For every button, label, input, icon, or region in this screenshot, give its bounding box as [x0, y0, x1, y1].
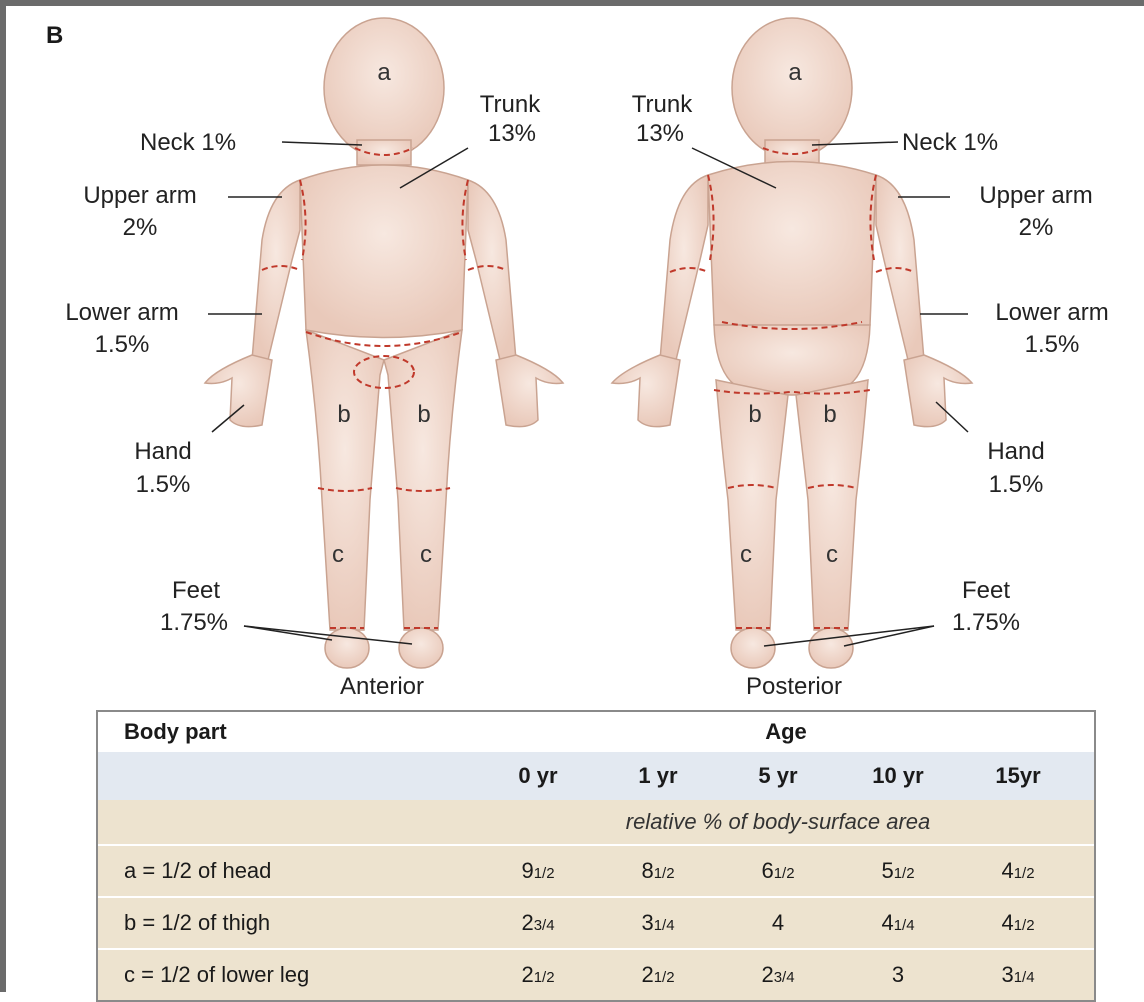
anterior-torso: [300, 165, 468, 338]
anterior-right-leg: [306, 330, 384, 630]
age-15: 15yr: [958, 763, 1078, 789]
posterior-label-neck: Neck 1%: [902, 129, 998, 156]
table-cell: 51/2: [838, 858, 958, 884]
anterior-region-b-left: b: [417, 401, 430, 428]
posterior-torso: [708, 162, 876, 331]
table-row: a = 1/2 of head 91/2 81/2 61/2 51/2 41/2: [98, 844, 1094, 896]
anterior-region-c-left: c: [420, 541, 432, 568]
posterior-label-lower-arm-name: Lower arm: [995, 299, 1108, 326]
table-cell: 21/2: [598, 962, 718, 988]
posterior-left-hand: [612, 355, 680, 427]
age-1: 1 yr: [598, 763, 718, 789]
age-5: 5 yr: [718, 763, 838, 789]
anterior-label-neck: Neck 1%: [140, 129, 236, 156]
table-cell: 41/2: [958, 910, 1078, 936]
table-cell: 31/4: [958, 962, 1078, 988]
table-cell: 23/4: [718, 962, 838, 988]
posterior-label-trunk-name: Trunk: [632, 91, 693, 118]
anterior-left-foot: [399, 628, 443, 668]
posterior-region-a: a: [788, 59, 802, 86]
anterior-label-lower-arm-name: Lower arm: [65, 299, 178, 326]
table-cell: 61/2: [718, 858, 838, 884]
posterior-label-lower-arm-value: 1.5%: [1025, 331, 1080, 358]
anterior-label-upper-arm-value: 2%: [123, 214, 158, 241]
anterior-head: [324, 18, 444, 158]
anterior-right-arm: [252, 180, 300, 360]
posterior-region-c-right: c: [826, 541, 838, 568]
anterior-label-trunk-value: 13%: [488, 120, 536, 147]
table-cell: 21/2: [478, 962, 598, 988]
posterior-label-trunk-value: 13%: [636, 120, 684, 147]
anterior-label-trunk-name: Trunk: [480, 91, 541, 118]
posterior-label-feet-value: 1.75%: [952, 609, 1020, 636]
posterior-label-upper-arm-value: 2%: [1019, 214, 1054, 241]
row-label: a = 1/2 of head: [98, 858, 478, 884]
posterior-region-b-left: b: [748, 401, 761, 428]
age-0: 0 yr: [478, 763, 598, 789]
anterior-label-hand-value: 1.5%: [136, 471, 191, 498]
anterior-right-foot: [325, 628, 369, 668]
table-cell: 91/2: [478, 858, 598, 884]
table-subheader-row: relative % of body-surface area: [98, 800, 1094, 844]
anterior-left-hand: [496, 355, 563, 427]
posterior-label-feet-name: Feet: [962, 577, 1010, 604]
posterior-label-upper-arm-name: Upper arm: [979, 182, 1092, 209]
anterior-label-feet-name: Feet: [172, 577, 220, 604]
table-header-row: Body part Age: [98, 712, 1094, 752]
subheader-text: relative % of body-surface area: [478, 809, 1078, 835]
table-cell: 3: [838, 962, 958, 988]
anterior-left-leg: [384, 330, 462, 630]
table-cell: 4: [718, 910, 838, 936]
table-cell: 41/2: [958, 858, 1078, 884]
anterior-region-b-right: b: [337, 401, 350, 428]
posterior-right-foot: [809, 628, 853, 668]
header-body-part: Body part: [98, 719, 478, 745]
table-age-row: 0 yr 1 yr 5 yr 10 yr 15yr: [98, 752, 1094, 800]
posterior-right-hand: [904, 355, 972, 427]
posterior-region-c-left: c: [740, 541, 752, 568]
anterior-label-hand-name: Hand: [134, 438, 191, 465]
anterior-label-lower-arm-value: 1.5%: [95, 331, 150, 358]
table-cell: 31/4: [598, 910, 718, 936]
header-age: Age: [478, 719, 1094, 745]
anterior-label-upper-arm-name: Upper arm: [83, 182, 196, 209]
table-row: b = 1/2 of thigh 23/4 31/4 4 41/4 41/2: [98, 896, 1094, 948]
table-cell: 81/2: [598, 858, 718, 884]
anterior-region-a: a: [377, 59, 391, 86]
row-label: c = 1/2 of lower leg: [98, 962, 478, 988]
table-cell: 23/4: [478, 910, 598, 936]
anterior-view-label: Anterior: [340, 673, 424, 700]
posterior-region-b-right: b: [823, 401, 836, 428]
age-10: 10 yr: [838, 763, 958, 789]
posterior-label-hand-name: Hand: [987, 438, 1044, 465]
table-row: c = 1/2 of lower leg 21/2 21/2 23/4 3 31…: [98, 948, 1094, 1000]
posterior-view-label: Posterior: [746, 673, 842, 700]
posterior-left-foot: [731, 628, 775, 668]
anterior-label-feet-value: 1.75%: [160, 609, 228, 636]
anterior-left-arm: [468, 180, 516, 360]
posterior-label-hand-value: 1.5%: [989, 471, 1044, 498]
table-cell: 41/4: [838, 910, 958, 936]
body-surface-area-table: Body part Age 0 yr 1 yr 5 yr 10 yr 15yr …: [96, 710, 1096, 1002]
body-diagram: a b b c c a b b c c Neck 1% Trunk 13% Up…: [0, 0, 1144, 710]
anterior-region-c-right: c: [332, 541, 344, 568]
posterior-head: [732, 18, 852, 158]
anterior-right-hand: [205, 355, 272, 427]
row-label: b = 1/2 of thigh: [98, 910, 478, 936]
